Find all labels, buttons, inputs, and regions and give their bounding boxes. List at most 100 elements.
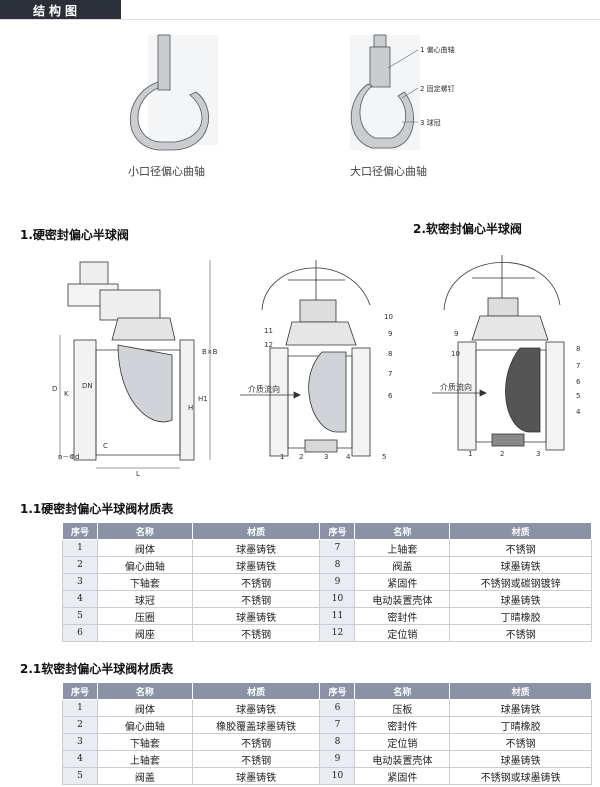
col-header: 序号 <box>319 522 356 540</box>
cell: 丁晴橡胶 <box>449 607 592 625</box>
cell: 球墨铸铁 <box>449 590 592 608</box>
cell: 球墨铸铁 <box>191 607 321 625</box>
soft-part-10: 10 <box>451 350 460 358</box>
cell: 球墨铸铁 <box>191 699 321 717</box>
section-header-bar <box>0 0 121 19</box>
cell: 7 <box>319 716 356 734</box>
header-divider <box>0 19 600 20</box>
section-header-title: 结构图 <box>33 4 82 18</box>
hard-part-2: 2 <box>299 453 304 461</box>
hard-part-9: 9 <box>388 330 393 338</box>
soft-seal-title: 2.软密封偏心半球阀 <box>413 222 522 236</box>
soft-part-3: 3 <box>536 450 541 458</box>
cell: 球墨铸铁 <box>191 556 321 574</box>
cell: 阀体 <box>96 699 193 717</box>
cell: 紧固件 <box>354 767 451 785</box>
soft-part-5: 5 <box>576 392 581 400</box>
dim-K: K <box>64 390 69 398</box>
cell: 不锈钢 <box>191 624 321 642</box>
cell: 球墨铸铁 <box>191 539 321 557</box>
cell: 不锈钢 <box>449 539 592 557</box>
cell: 橡胶覆盖球墨铸铁 <box>191 716 321 734</box>
dim-H1: H1 <box>198 395 208 403</box>
dim-D: D <box>52 385 58 393</box>
cell: 10 <box>319 767 356 785</box>
col-header: 材质 <box>449 682 592 700</box>
cell: 阀体 <box>96 539 193 557</box>
table-header-row: 序号 名称 材质 序号 名称 材质 <box>62 522 592 540</box>
cell: 不锈钢或球墨铸铁 <box>449 767 592 785</box>
hard-part-1: 1 <box>280 453 285 461</box>
dim-H: H <box>188 404 194 412</box>
cell: 不锈钢 <box>191 590 321 608</box>
cell: 球冠 <box>96 590 193 608</box>
table-header-row: 序号 名称 材质 序号 名称 材质 <box>62 682 592 700</box>
cell: 偏心曲轴 <box>96 556 193 574</box>
cell: 密封件 <box>354 607 451 625</box>
cell: 8 <box>319 733 356 751</box>
dim-nphid: n－Φd <box>58 453 80 461</box>
small-shaft-caption: 小口径偏心曲轴 <box>128 165 205 178</box>
cell: 偏心曲轴 <box>96 716 193 734</box>
cell: 定位销 <box>354 733 451 751</box>
col-header: 材质 <box>191 522 321 540</box>
soft-part-6: 6 <box>576 378 581 386</box>
cell: 阀盖 <box>354 556 451 574</box>
col-header: 序号 <box>319 682 356 700</box>
col-header: 材质 <box>449 522 592 540</box>
hard-part-8: 8 <box>388 350 393 358</box>
hard-part-3: 3 <box>324 453 329 461</box>
cell: 不锈钢或碳钢镀锌 <box>449 573 592 591</box>
shaft-label-2: 2 固定螺钉 <box>420 85 455 93</box>
cell: 下轴套 <box>96 573 193 591</box>
cell: 上轴套 <box>96 750 193 768</box>
flow-label-hard: 介质流向 <box>248 385 280 394</box>
small-shaft-drawing <box>129 34 218 151</box>
cell: 球墨铸铁 <box>449 556 592 574</box>
shaft-label-3: 3 球冠 <box>420 119 441 127</box>
col-header: 名称 <box>354 682 451 700</box>
cell: 电动装置壳体 <box>354 590 451 608</box>
dim-L: L <box>136 470 140 478</box>
col-header: 名称 <box>354 522 451 540</box>
cell: 4 <box>62 750 98 768</box>
cell: 不锈钢 <box>449 624 592 642</box>
cell: 球墨铸铁 <box>191 767 321 785</box>
hard-part-6: 6 <box>388 392 393 400</box>
cell: 3 <box>62 733 98 751</box>
cell: 11 <box>319 607 356 625</box>
dim-BxB: B×B <box>202 348 218 356</box>
soft-part-2: 2 <box>500 450 505 458</box>
cell: 7 <box>319 539 356 557</box>
cell: 定位销 <box>354 624 451 642</box>
large-shaft-caption: 大口径偏心曲轴 <box>350 165 427 178</box>
soft-part-7: 7 <box>576 362 581 370</box>
cell: 2 <box>62 556 98 574</box>
dim-DN: DN <box>82 382 93 390</box>
cell: 不锈钢 <box>191 750 321 768</box>
cell: 不锈钢 <box>191 733 321 751</box>
col-header: 名称 <box>96 522 193 540</box>
cell: 紧固件 <box>354 573 451 591</box>
cell: 2 <box>62 716 98 734</box>
dim-C: C <box>103 442 108 450</box>
cell: 5 <box>62 607 98 625</box>
flow-label-soft: 介质流向 <box>440 383 472 392</box>
large-shaft-drawing <box>350 34 420 150</box>
cell: 10 <box>319 590 356 608</box>
cell: 3 <box>62 573 98 591</box>
cell: 6 <box>319 699 356 717</box>
